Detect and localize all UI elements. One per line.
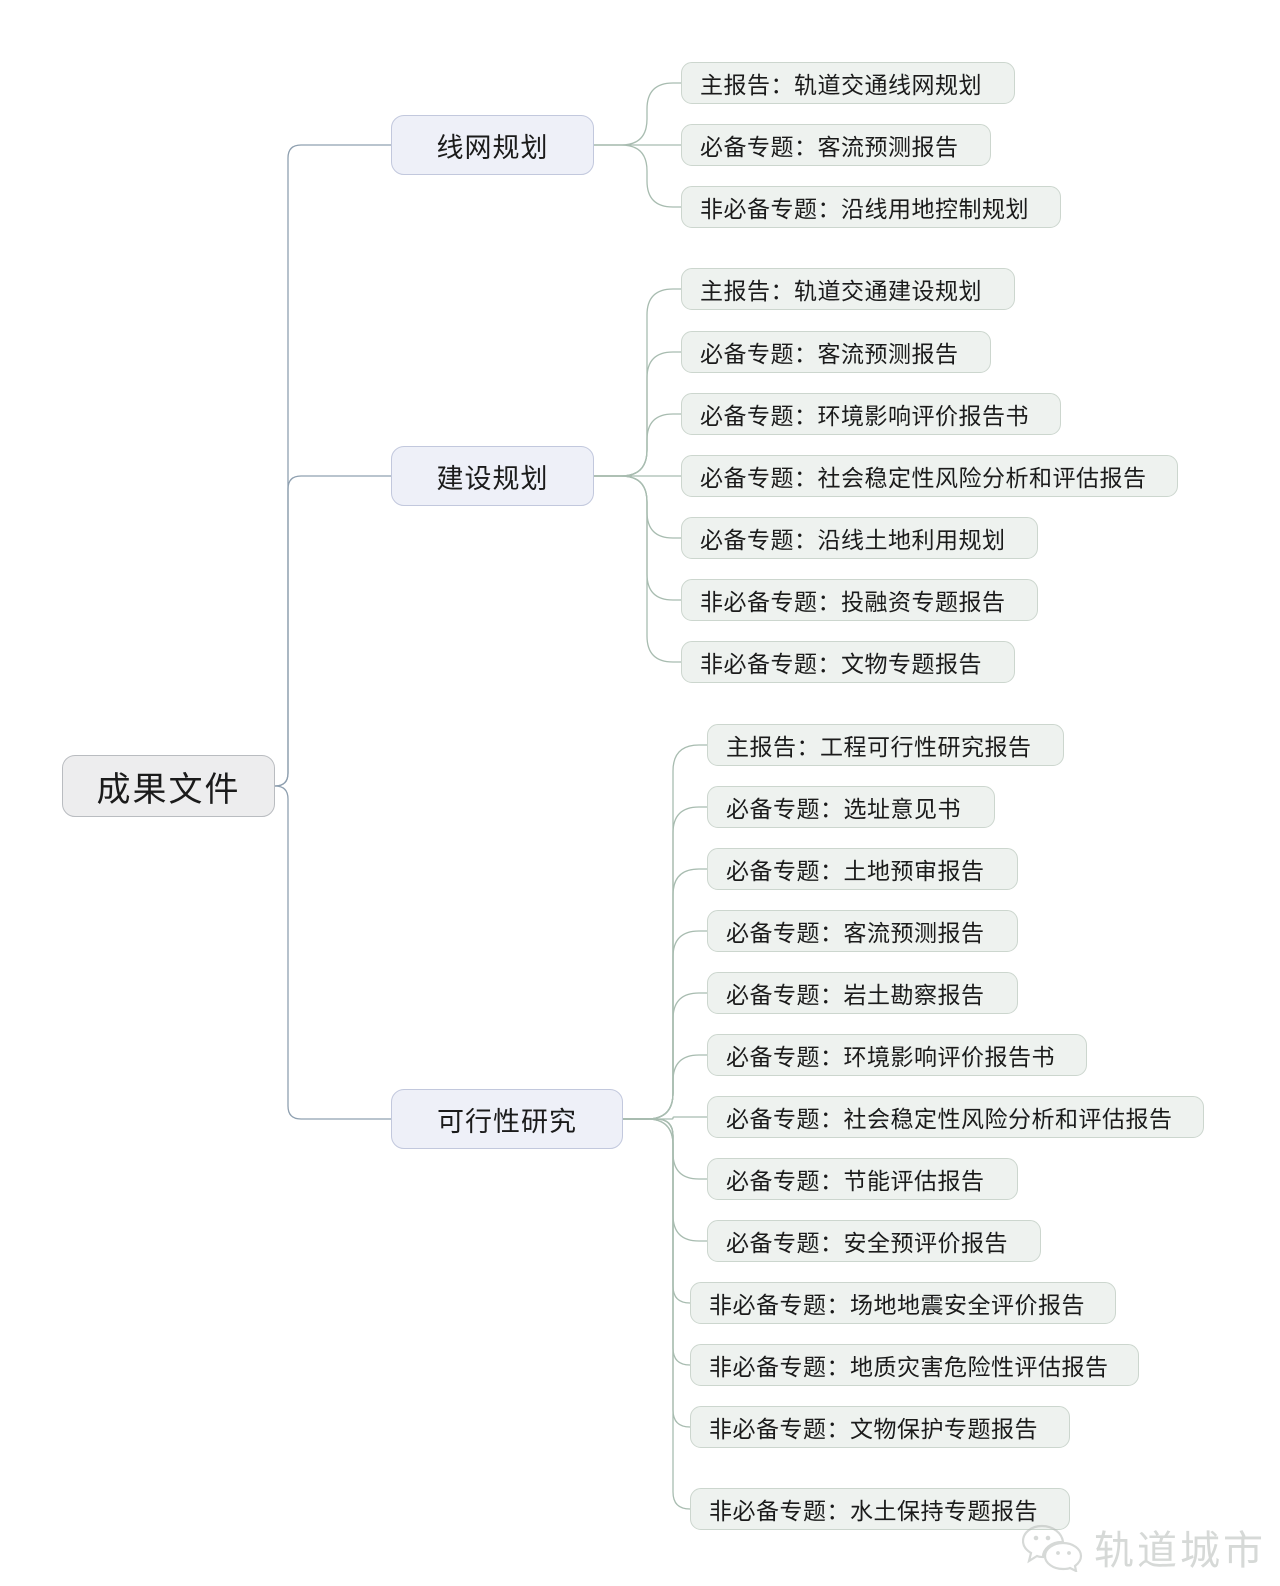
node-label: 必备专题：客流预测报告: [726, 921, 985, 947]
node-label: 非必备专题：文物专题报告: [700, 652, 982, 678]
leaf-node-2-2[interactable]: 必备专题：客流预测报告: [681, 331, 991, 373]
node-label: 可行性研究: [437, 1106, 577, 1138]
watermark-text: 轨道城市: [1094, 1528, 1266, 1574]
leaf-node-3-11[interactable]: 非必备专题：地质灾害危险性评估报告: [690, 1344, 1139, 1386]
node-label: 必备专题：沿线土地利用规划: [700, 528, 1006, 554]
leaf-node-1-1[interactable]: 主报告：轨道交通线网规划: [681, 62, 1015, 104]
connector-link: [623, 1118, 691, 1510]
leaf-node-3-8[interactable]: 必备专题：节能评估报告: [707, 1158, 1018, 1200]
node-label: 主报告：工程可行性研究报告: [726, 735, 1032, 761]
connector-link: [623, 1054, 707, 1120]
connector-link: [594, 475, 681, 663]
connector-link: [594, 351, 681, 477]
node-label: 必备专题：节能评估报告: [726, 1169, 985, 1195]
connector-link: [623, 1116, 707, 1120]
connector-link: [623, 1118, 691, 1428]
node-label: 必备专题：安全预评价报告: [726, 1231, 1008, 1257]
branch-node-2[interactable]: 建设规划: [391, 446, 594, 506]
leaf-node-3-2[interactable]: 必备专题：选址意见书: [707, 786, 995, 828]
node-label: 建设规划: [436, 463, 549, 495]
node-label: 线网规划: [436, 132, 549, 164]
connector-link: [623, 744, 707, 1120]
connector-link: [594, 413, 681, 477]
leaf-node-3-3[interactable]: 必备专题：土地预审报告: [707, 848, 1018, 890]
leaf-node-1-3[interactable]: 非必备专题：沿线用地控制规划: [681, 186, 1061, 228]
node-label: 非必备专题：地质灾害危险性评估报告: [709, 1355, 1109, 1381]
connector-link: [623, 806, 707, 1120]
connector-link: [623, 868, 707, 1120]
node-label: 必备专题：社会稳定性风险分析和评估报告: [700, 466, 1147, 492]
node-label: 必备专题：岩土勘察报告: [726, 983, 985, 1009]
node-label: 非必备专题：场地地震安全评价报告: [709, 1293, 1085, 1319]
node-label: 必备专题：环境影响评价报告书: [726, 1045, 1055, 1071]
leaf-node-3-13[interactable]: 非必备专题：水土保持专题报告: [690, 1488, 1070, 1530]
node-label: 成果文件: [96, 769, 241, 810]
leaf-node-3-9[interactable]: 必备专题：安全预评价报告: [707, 1220, 1041, 1262]
node-label: 必备专题：选址意见书: [726, 797, 961, 823]
leaf-node-3-1[interactable]: 主报告：工程可行性研究报告: [707, 724, 1064, 766]
leaf-node-1-2[interactable]: 必备专题：客流预测报告: [681, 124, 991, 166]
node-label: 主报告：轨道交通建设规划: [700, 279, 982, 305]
node-label: 主报告：轨道交通线网规划: [700, 73, 982, 99]
connector-link: [274, 144, 391, 787]
leaf-node-2-7[interactable]: 非必备专题：文物专题报告: [681, 641, 1015, 683]
node-label: 非必备专题：投融资专题报告: [700, 590, 1006, 616]
connector-link: [623, 1118, 707, 1242]
connector-link: [594, 475, 681, 601]
branch-node-3[interactable]: 可行性研究: [391, 1089, 623, 1149]
connector-link: [594, 475, 681, 539]
connector-link: [623, 1118, 691, 1304]
connector-link: [274, 475, 391, 787]
connector-link: [594, 288, 681, 477]
leaf-node-2-6[interactable]: 非必备专题：投融资专题报告: [681, 579, 1038, 621]
connector-link: [623, 930, 707, 1120]
node-label: 必备专题：土地预审报告: [726, 859, 985, 885]
root-node[interactable]: 成果文件: [62, 755, 275, 817]
connector-link: [623, 1118, 691, 1366]
branch-node-1[interactable]: 线网规划: [391, 115, 594, 175]
node-label: 必备专题：客流预测报告: [700, 342, 959, 368]
leaf-node-2-3[interactable]: 必备专题：环境影响评价报告书: [681, 393, 1061, 435]
connector-link: [594, 82, 681, 146]
connector-link: [594, 144, 681, 208]
leaf-node-3-7[interactable]: 必备专题：社会稳定性风险分析和评估报告: [707, 1096, 1204, 1138]
leaf-node-3-12[interactable]: 非必备专题：文物保护专题报告: [690, 1406, 1070, 1448]
leaf-node-3-6[interactable]: 必备专题：环境影响评价报告书: [707, 1034, 1087, 1076]
leaf-node-2-4[interactable]: 必备专题：社会稳定性风险分析和评估报告: [681, 455, 1178, 497]
leaf-node-2-5[interactable]: 必备专题：沿线土地利用规划: [681, 517, 1038, 559]
connector-link: [274, 785, 391, 1120]
node-label: 必备专题：环境影响评价报告书: [700, 404, 1029, 430]
node-label: 非必备专题：文物保护专题报告: [709, 1417, 1038, 1443]
connector-link: [623, 992, 707, 1120]
leaf-node-2-1[interactable]: 主报告：轨道交通建设规划: [681, 268, 1015, 310]
node-label: 非必备专题：水土保持专题报告: [709, 1499, 1038, 1525]
leaf-node-3-10[interactable]: 非必备专题：场地地震安全评价报告: [690, 1282, 1116, 1324]
node-label: 必备专题：客流预测报告: [700, 135, 959, 161]
leaf-node-3-4[interactable]: 必备专题：客流预测报告: [707, 910, 1018, 952]
node-label: 非必备专题：沿线用地控制规划: [700, 197, 1029, 223]
node-label: 必备专题：社会稳定性风险分析和评估报告: [726, 1107, 1173, 1133]
connector-link: [623, 1118, 707, 1180]
leaf-node-3-5[interactable]: 必备专题：岩土勘察报告: [707, 972, 1018, 1014]
